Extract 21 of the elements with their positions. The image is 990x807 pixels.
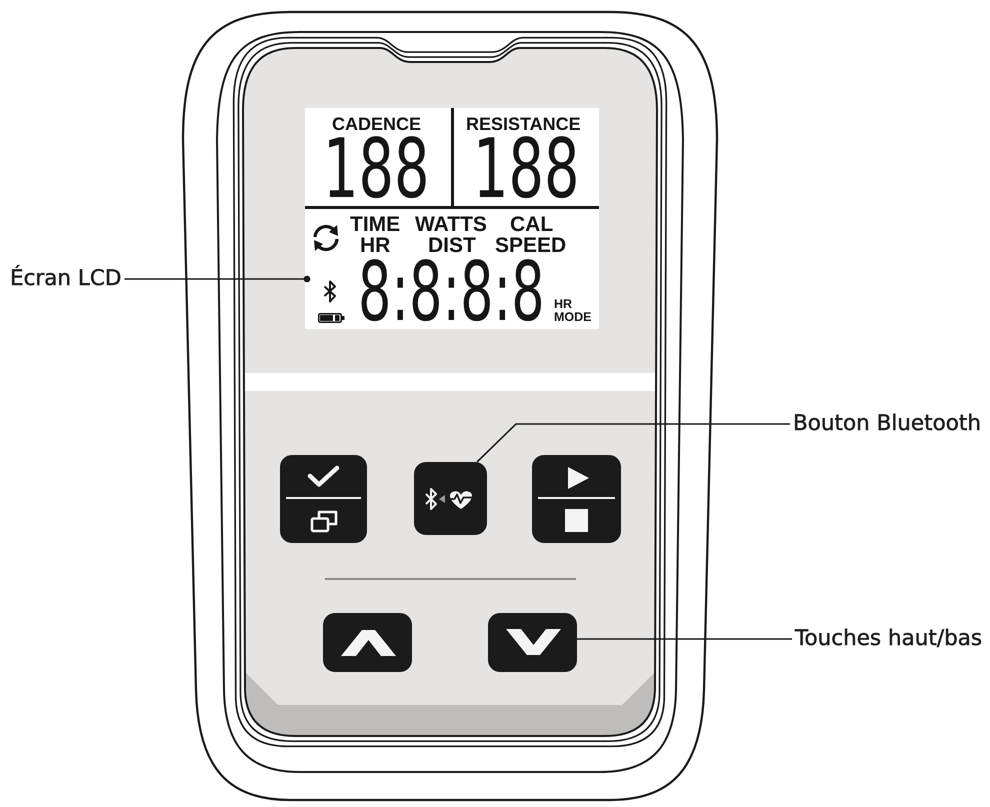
down-button — [488, 613, 577, 672]
up-button — [323, 613, 412, 672]
leader-line — [577, 638, 792, 640]
start-stop-button — [532, 455, 621, 543]
lcd-screen — [305, 108, 599, 329]
display-label: SPEED — [495, 235, 566, 256]
display-label: CAL — [510, 214, 554, 235]
display-label: HR — [360, 235, 390, 256]
leader-line — [124, 276, 310, 282]
display-label: RESISTANCE — [466, 115, 581, 133]
confirm-button — [280, 455, 367, 543]
display-label: CADENCE — [332, 115, 422, 133]
bluetooth-button — [414, 462, 487, 535]
display-label: TIME — [350, 214, 400, 235]
leader-line — [476, 423, 790, 463]
part-label: Écran LCD — [10, 267, 122, 291]
display-label: DIST — [428, 235, 476, 256]
part-label: Bouton Bluetooth — [793, 412, 981, 436]
unit-label: HR MODE — [554, 298, 592, 323]
display-label: WATTS — [415, 214, 487, 235]
part-label: Touches haut/bas — [795, 627, 982, 651]
